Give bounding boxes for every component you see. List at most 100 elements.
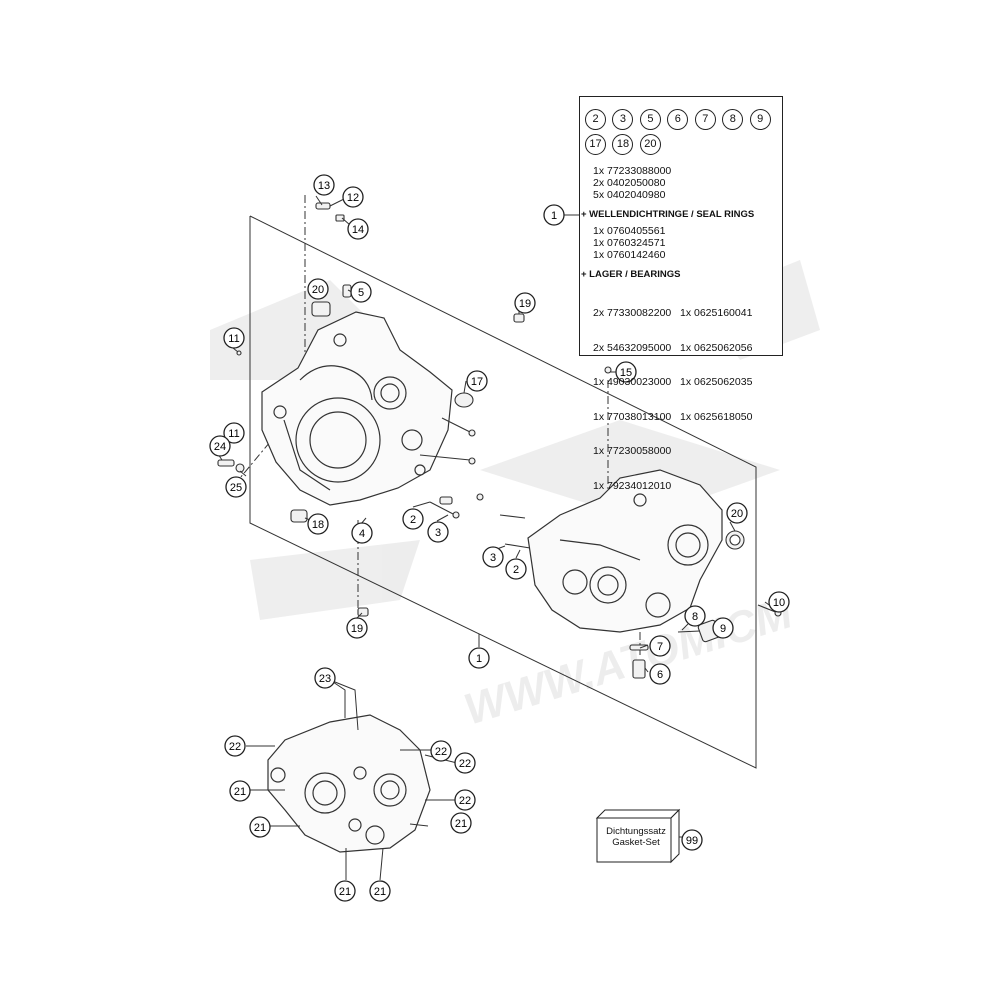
callout-c19_a: 19 [514, 292, 536, 314]
callout-c13: 13 [313, 174, 335, 196]
callout-c9: 9 [712, 617, 734, 639]
callout-number: 18 [312, 519, 324, 531]
assembly-bracket [249, 215, 757, 769]
callout-c10: 10 [768, 591, 790, 613]
callout-number: 2 [410, 514, 416, 526]
callout-number: 17 [471, 376, 483, 388]
callout-c18: 18 [307, 513, 329, 535]
callout-number: 1 [551, 210, 557, 222]
legend-callout: 3 [612, 109, 634, 130]
callout-circle [768, 591, 790, 613]
callout-c20_b: 20 [726, 502, 748, 524]
gasket-set-label-line1: Dichtungssatz [606, 826, 666, 837]
callout-c12: 12 [342, 186, 364, 208]
legend-callout: 2 [585, 109, 606, 130]
callout-circle [346, 617, 368, 639]
screw-14 [335, 214, 345, 222]
callout-c99: 99 [681, 829, 703, 851]
right-crankcase-half [527, 469, 723, 633]
callout-number: 22 [459, 795, 471, 807]
callout-circle [649, 635, 671, 657]
callout-circle [649, 663, 671, 685]
legend-part-line: 5x 0402040980 [593, 189, 666, 201]
callout-circle [314, 667, 336, 689]
callout-c5: 5 [350, 281, 372, 303]
callout-c8: 8 [684, 605, 706, 627]
callout-circle [342, 186, 364, 208]
callout-circle [681, 829, 703, 851]
leader-lines [217, 195, 777, 881]
callout-number: 21 [455, 818, 467, 830]
bearing-line: 1x 0625062056 [680, 341, 753, 354]
callout-c3_b: 3 [482, 546, 504, 568]
legend-callout: 6 [667, 109, 689, 130]
seal-ring-line: 1x 0760405561 [593, 225, 666, 237]
callout-number: 21 [339, 886, 351, 898]
callout-number: 19 [519, 298, 531, 310]
callout-circle [514, 292, 536, 314]
stud-24 [217, 459, 235, 467]
bearing-line: 1x 77038013100 [593, 410, 672, 423]
callout-circle [712, 617, 734, 639]
callout-circle [615, 361, 637, 383]
callout-number: 99 [686, 835, 698, 847]
callout-number: 8 [692, 611, 698, 623]
callout-circle [468, 647, 490, 669]
callout-c19_b: 19 [346, 617, 368, 639]
dowel-19-top [513, 313, 525, 323]
callout-circle [369, 880, 391, 902]
callout-circle [307, 278, 329, 300]
callout-number: 22 [459, 758, 471, 770]
washer-25 [235, 463, 245, 473]
callout-number: 2 [513, 564, 519, 576]
callout-circle [684, 605, 706, 627]
seal-ring-line: 1x 0760142460 [593, 249, 666, 261]
callout-circle [209, 435, 231, 457]
callout-number: 12 [347, 192, 359, 204]
parts-legend-box: 2 3 5 6 7 8 9 17 18 20 1x 77233088000 2x… [579, 96, 783, 491]
callout-c11_a: 11 [223, 327, 245, 349]
bearing-line: 1x 0625160041 [680, 307, 753, 319]
bearing-line: 2x 77330082200 [593, 307, 672, 319]
legend-included-callouts: 2 3 5 6 7 8 9 17 18 20 [585, 109, 781, 159]
callout-c1_legend: 1 [543, 204, 565, 226]
legend-callout: 7 [694, 109, 716, 130]
gasket-set-box [595, 808, 681, 864]
callout-number: 1 [476, 653, 482, 665]
callout-number: 14 [352, 224, 364, 236]
callout-number: 3 [490, 552, 496, 564]
callout-c25: 25 [225, 476, 247, 498]
bracket-12 [315, 202, 331, 210]
seal-rings-heading: + WELLENDICHTRINGE / SEAL RINGS [581, 209, 755, 220]
callout-circle [334, 880, 356, 902]
callout-circle [249, 816, 271, 838]
callout-circle [543, 204, 565, 226]
callout-number: 24 [214, 441, 226, 453]
callout-markers: 1122334567891011111213141517181919202021… [209, 174, 790, 902]
callout-circle [224, 735, 246, 757]
seal-ring-line: 1x 0760324571 [593, 237, 666, 249]
callout-circle [402, 508, 424, 530]
callout-circle [482, 546, 504, 568]
callout-circle [351, 522, 373, 544]
callout-number: 21 [374, 886, 386, 898]
callout-circle [466, 370, 488, 392]
callout-c23: 23 [314, 667, 336, 689]
callout-circle [225, 476, 247, 498]
seal-ring-17 [454, 392, 474, 408]
callout-number: 4 [359, 528, 365, 540]
callout-c21_a: 21 [229, 780, 251, 802]
callout-c7: 7 [649, 635, 671, 657]
bushing-20-left [311, 301, 331, 317]
callout-c21_e: 21 [450, 812, 472, 834]
callout-circle [427, 521, 449, 543]
callout-number: 25 [230, 482, 242, 494]
callout-number: 7 [657, 641, 663, 653]
callout-number: 22 [229, 741, 241, 753]
callout-c20_a: 20 [307, 278, 329, 300]
oil-plug-6 [632, 659, 646, 679]
bearing-line: 1x 0625062035 [680, 376, 753, 388]
bearing-line: 1x 77230058000 [593, 445, 672, 457]
callout-c3_a: 3 [427, 521, 449, 543]
bearings-heading: + LAGER / BEARINGS [581, 269, 681, 280]
